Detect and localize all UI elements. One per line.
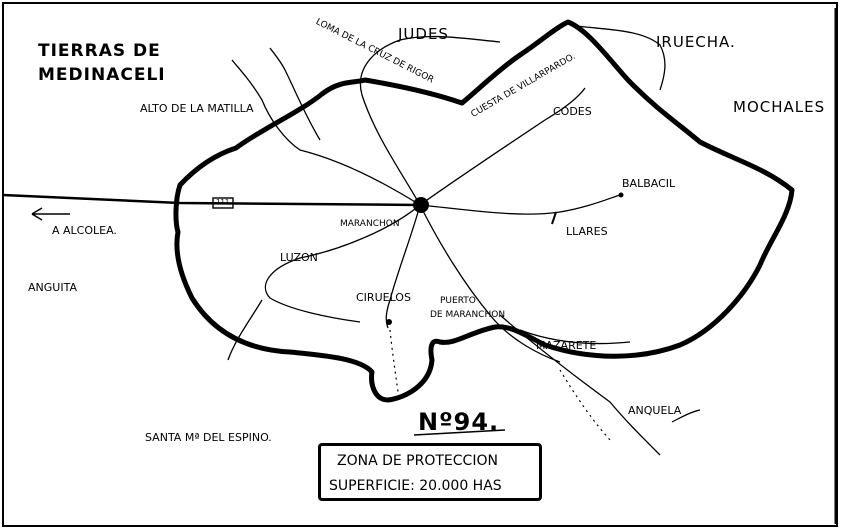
- arrow-left-icon: [31, 207, 70, 221]
- label-irue: IRUECHA.: [656, 33, 736, 51]
- maranchon-town-marker: [413, 197, 429, 213]
- road-southwest: [227, 299, 263, 361]
- road-to-judes: [359, 35, 501, 206]
- label-anquela: ANQUELA: [628, 404, 682, 417]
- balbacil-marker: [618, 192, 624, 198]
- protection-zone-title: ZONA DE PROTECCION: [337, 453, 498, 469]
- road-mazarete: [519, 329, 631, 345]
- road-badge-icon: [212, 197, 234, 209]
- road-to-balbacil: [419, 194, 621, 215]
- ciruelos-marker: [386, 319, 392, 325]
- road-ciruelos: [385, 204, 421, 329]
- road-south-dotted: [389, 329, 399, 393]
- map-title-line2: MEDINACELI: [38, 65, 166, 85]
- label-balbacil: BALBACIL: [622, 177, 676, 190]
- label-puerto: PUERTO: [440, 296, 476, 306]
- anquela-pointer: [671, 409, 701, 423]
- protection-zone-area: SUPERFICIE: 20.000 HAS: [329, 478, 502, 494]
- main-road: [2, 193, 421, 207]
- road-anquela-dotted: [559, 369, 611, 441]
- label-luzon: LUZON: [280, 251, 318, 264]
- label-mochales: MOCHALES: [733, 98, 826, 116]
- map-title-line1: TIERRAS DE: [38, 41, 161, 61]
- label-mazarete: MAZARETE: [536, 339, 597, 352]
- protection-zone-box: ZONA DE PROTECCION SUPERFICIE: 20.000 HA…: [318, 443, 542, 501]
- label-maranchon: MARANCHON: [340, 219, 400, 229]
- road-anquela: [499, 314, 661, 456]
- label-ciruelos: CIRUELOS: [356, 291, 411, 304]
- road-luzon: [264, 204, 421, 323]
- map-number-underline: [413, 429, 506, 436]
- road-irue: [569, 24, 666, 91]
- arrow-label: A ALCOLEA.: [52, 224, 117, 237]
- protection-zone-boundary: [173, 19, 795, 403]
- label-puerto-2: DE MARANCHON: [430, 310, 506, 320]
- road-to-codes: [419, 87, 586, 206]
- label-santa: SANTA Mª DEL ESPINO.: [145, 431, 272, 444]
- label-codes: CODES: [553, 105, 592, 118]
- road-badge-label: 111: [216, 198, 230, 206]
- llares-marker: [551, 211, 557, 225]
- label-judes: JUDES: [398, 25, 449, 43]
- label-llares: LLARES: [566, 225, 608, 238]
- label-anguita: ANGUITA: [28, 281, 77, 294]
- road-alto: [231, 59, 421, 206]
- road-north-west: [269, 47, 321, 141]
- road-puerto: [419, 204, 561, 363]
- label-alto: ALTO DE LA MATILLA: [140, 102, 254, 115]
- map-number: Nº94.: [418, 408, 500, 436]
